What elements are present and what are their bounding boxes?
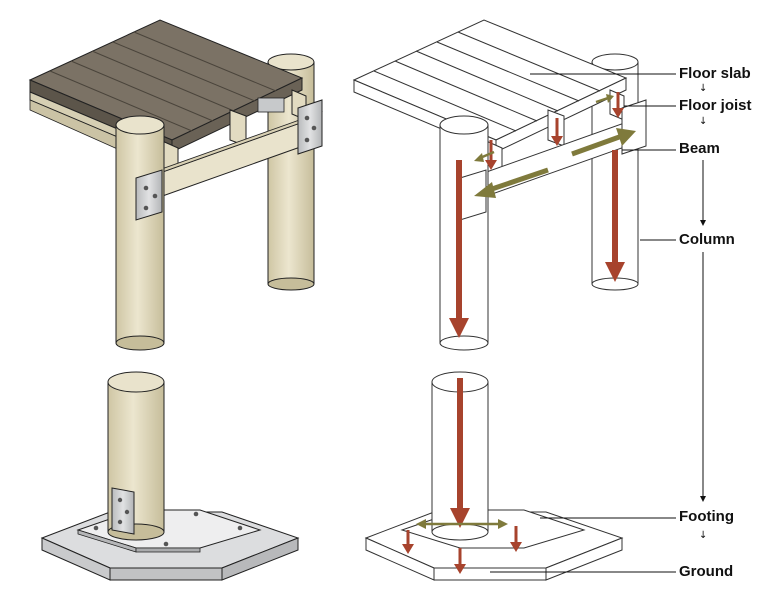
right-front-column xyxy=(439,115,489,351)
arrow-column-front xyxy=(449,160,469,338)
flow-arrow-1: ↓ xyxy=(699,83,708,94)
left-upper-structure xyxy=(28,19,323,351)
leader-lines xyxy=(490,73,704,573)
label-floor-slab: Floor slab xyxy=(679,65,751,82)
label-beam: Beam xyxy=(679,140,720,157)
arrow-beam-left xyxy=(474,167,549,198)
arrow-joist-left xyxy=(474,150,495,162)
load-arrows-vertical xyxy=(402,92,625,574)
left-beam-brackets xyxy=(135,99,323,221)
arrow-footing-center xyxy=(454,548,466,574)
arrow-beam-right xyxy=(571,128,636,157)
left-floor-slab xyxy=(28,19,304,153)
label-column: Column xyxy=(679,231,735,248)
arrow-joist-3 xyxy=(612,92,624,118)
arrow-footing-lateral xyxy=(416,519,508,529)
arrow-footing-left xyxy=(402,530,414,554)
label-floor-joist: Floor joist xyxy=(679,97,752,114)
flow-arrow-2: ↓ xyxy=(699,116,708,127)
label-ground: Ground xyxy=(679,563,734,580)
left-front-column xyxy=(115,115,165,351)
left-column-base-bracket xyxy=(111,487,135,535)
arrow-column-back xyxy=(605,150,625,282)
load-arrows-lateral xyxy=(416,94,636,529)
left-lower-column xyxy=(107,371,165,541)
right-floor-slab xyxy=(352,19,628,153)
right-lower-structure xyxy=(364,371,624,581)
flow-arrowheads xyxy=(700,220,706,502)
right-beam-brackets xyxy=(459,99,647,221)
arrow-footing-right xyxy=(510,526,522,552)
left-footing xyxy=(40,509,300,581)
arrow-joist-1 xyxy=(485,140,497,170)
label-footing: Footing xyxy=(679,508,734,525)
arrow-joist-2 xyxy=(551,118,563,146)
arrow-lower-column xyxy=(450,378,470,528)
flow-arrow-3: ↓ xyxy=(699,530,708,541)
right-upper-structure xyxy=(352,19,647,351)
arrow-joist-right xyxy=(595,94,614,104)
left-lower-structure xyxy=(40,371,300,581)
